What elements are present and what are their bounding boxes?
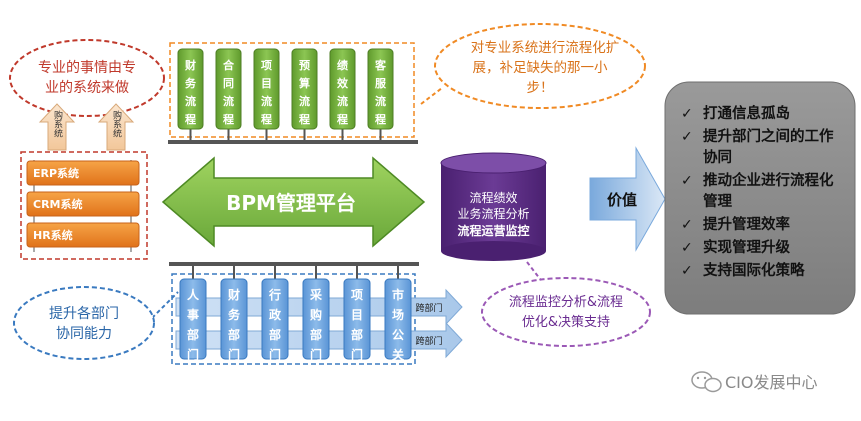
value-item: ✓ 推动企业进行流程化管理 [681,171,834,210]
legacy-system-box: CRM系统 [26,191,140,217]
check-icon: ✓ [681,240,693,256]
value-item: ✓ 提升部门之间的工作协同 [681,127,834,166]
department-label: 财务部门 [227,287,241,362]
bubble-bottom-right-line-1: 流程监控分析&流程 [509,295,623,310]
department-box: 采购部门 [302,278,330,362]
top-process-box: 预算流程 [291,48,318,130]
top-process-label: 预算流程 [298,58,310,126]
monitor-line-3: 流程运营监控 [457,223,529,238]
value-label: 价值 [607,191,637,209]
legacy-system-box: ERP系统 [26,160,140,186]
bubble-top-right-line-2: 展，补足缺失的那一小 [473,60,608,76]
value-arrow: 价值 [589,146,666,252]
bubble-top-right-line-3: 步！ [527,80,554,96]
check-icon: ✓ [681,263,693,279]
check-icon: ✓ [681,217,693,233]
monitor-line-1: 流程绩效 [469,190,517,205]
bubble-top-left-line-1: 专业的事情由专 [38,60,136,76]
bpm-platform-label: BPM管理平台 [226,191,356,215]
monitor-line-2: 业务流程分析 [457,206,529,221]
watermark: CIO发展中心 [691,371,818,393]
department-label: 市场公关 [392,287,404,362]
department-label: 采购部门 [309,287,322,362]
top-process-box: 合同流程 [215,48,242,130]
department-box: 项目部门 [343,278,371,362]
value-item-text: 打通信息孤岛 [703,104,790,122]
check-icon: ✓ [681,173,693,189]
bubble-bottom-left-line-1: 提升各部门 [49,306,119,322]
top-process-box: 项目流程 [253,48,280,130]
up-arrow-2-label: 购系统 [111,109,122,138]
value-item-text: 提升部门之间的工作协同 [703,127,834,166]
top-process-box: 绩效流程 [329,48,356,130]
check-icon: ✓ [681,129,693,145]
wechat-icon [691,371,722,393]
top-process-group: 财务流程 合同流程 项目流程 预算流程 绩效流程 客服流程 [168,42,418,144]
value-item: ✓ 实现管理升级 [681,238,790,256]
department-box: 行政部门 [261,278,289,362]
value-item: ✓ 打通信息孤岛 [681,104,790,122]
value-panel: ✓ 打通信息孤岛 ✓ 提升部门之间的工作协同 ✓ 推动企业进行流程化管理 ✓ 提升管理效率 ✓ 实… [664,81,856,315]
value-item: ✓ 提升管理效率 [681,215,790,233]
department-label: 行政部门 [268,287,282,362]
up-arrow-1: 购系统 [38,103,76,151]
check-icon: ✓ [681,106,693,122]
department-label: 人事部门 [187,287,200,362]
bubble-top-left: 专业的事情由专 业的系统来做 [9,39,165,117]
top-process-label: 项目流程 [261,59,272,126]
bubble-bottom-right: 流程监控分析&流程 优化&决策支持 [481,261,651,347]
value-item-text: 推动企业进行流程化管理 [703,171,834,210]
department-box: 市场公关 [384,278,412,362]
department-box: 人事部门 [179,278,207,362]
bubble-top-right-line-1: 对专业系统进行流程化扩 [471,40,620,56]
top-process-label: 合同流程 [223,58,235,126]
value-item-text: 提升管理效率 [703,215,790,233]
up-arrow-2: 购系统 [97,103,135,151]
bubble-bottom-right-line-2: 优化&决策支持 [522,314,610,330]
value-item: ✓ 支持国际化策略 [681,261,805,279]
cross-arrow-1-label: 跨部门 [415,302,442,314]
department-group: 跨部门 跨部门 人事部门 财务部门 行政部门 采购部门 项目部门 市场公关 [169,262,463,365]
top-process-label: 绩效流程 [337,58,349,126]
top-process-box: 财务流程 [177,48,204,130]
legacy-system-label: HR系统 [33,228,73,242]
bubble-bottom-left-line-2: 协同能力 [56,326,112,342]
top-process-label: 财务流程 [184,58,197,126]
watermark-text: CIO发展中心 [725,373,818,392]
bubble-top-left-line-2: 业的系统来做 [45,80,129,96]
value-item-text: 实现管理升级 [703,238,790,256]
value-item-text: 支持国际化策略 [703,261,805,279]
up-arrow-1-label: 购系统 [52,109,63,138]
cross-arrow-2-label: 跨部门 [415,335,442,347]
legacy-system-box: HR系统 [26,222,140,248]
bubble-top-right: 对专业系统进行流程化扩 展，补足缺失的那一小 步！ [420,23,646,109]
top-process-box: 客服流程 [367,48,394,130]
bubble-bottom-left: 提升各部门 协同能力 [13,286,179,360]
monitor-cylinder: 流程绩效 业务流程分析 流程运营监控 [440,152,547,261]
legacy-systems-group: ERP系统 CRM系统 HR系统 [20,151,148,260]
top-process-label: 客服流程 [374,58,387,126]
bpm-platform: BPM管理平台 [161,156,426,248]
legacy-system-label: CRM系统 [33,197,83,211]
legacy-system-label: ERP系统 [33,166,79,180]
department-label: 项目部门 [351,288,363,362]
department-box: 财务部门 [220,278,248,362]
